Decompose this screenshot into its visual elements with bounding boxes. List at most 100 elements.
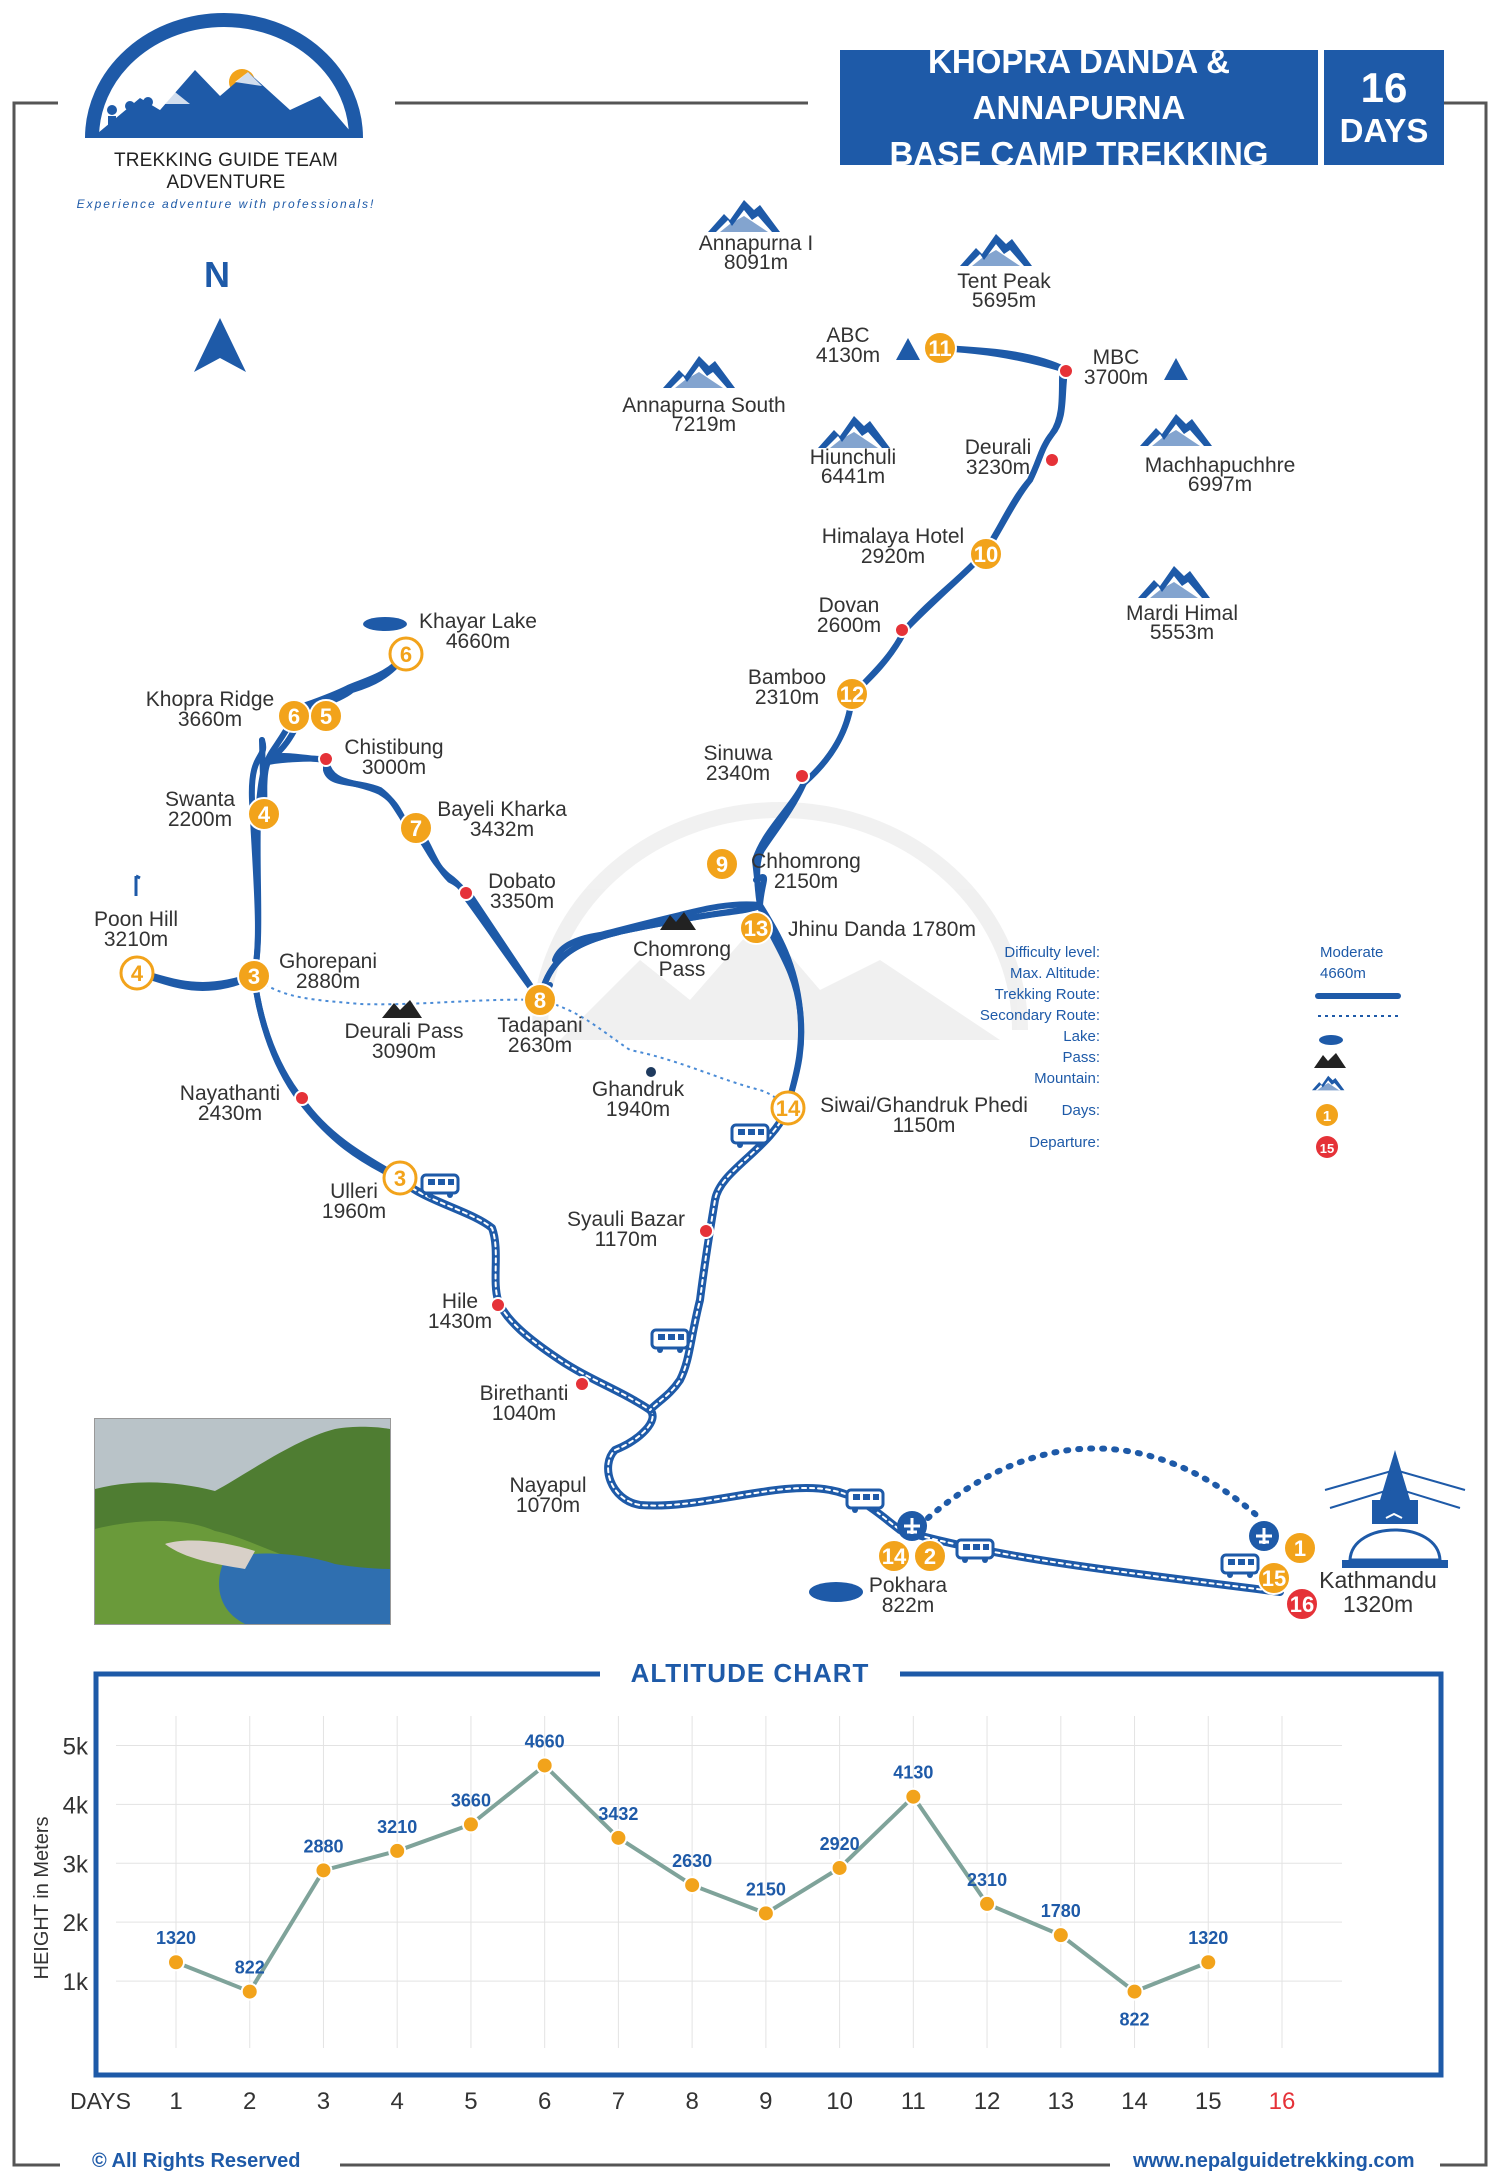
- brand-name: TREKKING GUIDE TEAM ADVENTURE: [113, 150, 339, 193]
- day-marker-label: 2: [924, 1544, 936, 1569]
- data-point: [388, 1841, 407, 1860]
- legend-value: 4660m: [1320, 965, 1366, 982]
- day-marker-label: 16: [1290, 1592, 1314, 1617]
- frame-left: [12, 101, 60, 2167]
- day-marker: 8: [523, 983, 557, 1017]
- day-marker: 4: [119, 955, 155, 991]
- day-marker-label: 8: [534, 988, 546, 1013]
- day-marker-label: 3: [248, 964, 260, 989]
- logo: [85, 13, 363, 139]
- x-tick-label: 12: [974, 2088, 1001, 2115]
- x-tick-label: 10: [826, 2088, 853, 2115]
- y-tick-label: 4k: [63, 1792, 89, 1819]
- brand-tagline: Experience adventure with professionals!: [76, 197, 376, 211]
- tent-icon: [896, 338, 920, 360]
- x-tick-label: 16: [1269, 2088, 1296, 2115]
- day-marker-label: 14: [882, 1544, 907, 1569]
- x-tick-label: 3: [317, 2088, 330, 2115]
- data-label: 2630: [672, 1851, 712, 1871]
- day-marker: 11: [923, 331, 957, 365]
- x-tick-label: 6: [538, 2088, 551, 2115]
- flight-route: [925, 1445, 1265, 1523]
- day-marker: 6: [277, 699, 311, 733]
- data-label: 4130: [893, 1763, 933, 1783]
- legend-departure-number: 15: [1320, 1141, 1334, 1156]
- mountain-icon: [708, 200, 780, 232]
- secondary-route: [253, 975, 789, 1109]
- legend-value: Moderate: [1320, 944, 1384, 961]
- trek-title: KHOPRA DANDA & ANNAPURNA BASE CAMP TREKK…: [840, 43, 1318, 172]
- bus-icon: [730, 1123, 770, 1150]
- data-label: 3210: [377, 1817, 417, 1837]
- data-label: 2880: [303, 1836, 343, 1856]
- peak-name: Annapurna South: [622, 394, 786, 417]
- day-marker: 9: [705, 847, 739, 881]
- mountain-icon: [960, 234, 1032, 266]
- bus-icon: [955, 1538, 995, 1565]
- copyright: © All Rights Reserved: [92, 2150, 301, 2172]
- legend-day-icon: [1316, 1104, 1338, 1126]
- day-marker: 4: [247, 797, 281, 831]
- day-marker: 12: [835, 677, 869, 711]
- x-axis-label: DAYS: [70, 2088, 131, 2114]
- website-link[interactable]: www.nepalguidetrekking.com: [1133, 2150, 1415, 2172]
- trek-title-line1: KHOPRA DANDA & ANNAPURNA: [928, 42, 1230, 126]
- bus-icon: [650, 1328, 690, 1355]
- day-marker: 1: [1283, 1531, 1317, 1565]
- data-label: 1320: [156, 1928, 196, 1948]
- x-tick-label: 9: [759, 2088, 772, 2115]
- x-tick-label: 8: [685, 2088, 698, 2115]
- day-marker-label: 13: [744, 916, 768, 941]
- data-label: 2150: [746, 1879, 786, 1899]
- x-tick-label: 13: [1047, 2088, 1074, 2115]
- day-marker: 13: [739, 911, 773, 945]
- mountain-icon: [1140, 414, 1212, 446]
- day-marker-label: 9: [716, 852, 728, 877]
- mountain-icon: [663, 356, 735, 388]
- data-point: [978, 1894, 997, 1913]
- day-marker-label: 3: [394, 1166, 406, 1191]
- legend-key: Lake:: [1063, 1028, 1100, 1045]
- day-marker-label: 4: [131, 961, 144, 986]
- data-point: [904, 1787, 923, 1806]
- place-jhinu-danda: Jhinu Danda 1780m: [788, 918, 976, 941]
- lake-icon: [363, 617, 407, 631]
- bus-icon: [845, 1488, 885, 1515]
- data-label: 3432: [598, 1804, 638, 1824]
- chart-title: ALTITUDE CHART: [600, 1658, 900, 1689]
- data-point: [1051, 1926, 1070, 1945]
- day-marker: 14: [770, 1090, 806, 1126]
- waypoints: [294, 363, 1074, 1392]
- peak-altitude: 7219m: [671, 413, 737, 436]
- day-marker: 5: [309, 699, 343, 733]
- legend-pass-icon: [1314, 1053, 1346, 1068]
- data-point: [830, 1858, 849, 1877]
- day-marker-label: 11: [928, 336, 951, 361]
- waypoint-dot: [794, 768, 810, 784]
- peak-name: Hiunchuli: [809, 446, 897, 469]
- frame-right: [1440, 101, 1488, 2167]
- x-tick-label: 2: [243, 2088, 256, 2115]
- viewpoint-icon: [134, 874, 141, 896]
- day-marker-label: 6: [288, 704, 300, 729]
- day-marker-label: 12: [840, 682, 864, 707]
- data-label: 2310: [967, 1870, 1007, 1890]
- legend-mountain-icon: [1312, 1075, 1345, 1091]
- data-point: [1125, 1982, 1144, 2001]
- legend-key: Secondary Route:: [979, 1007, 1100, 1024]
- waypoint-dot: [318, 751, 334, 767]
